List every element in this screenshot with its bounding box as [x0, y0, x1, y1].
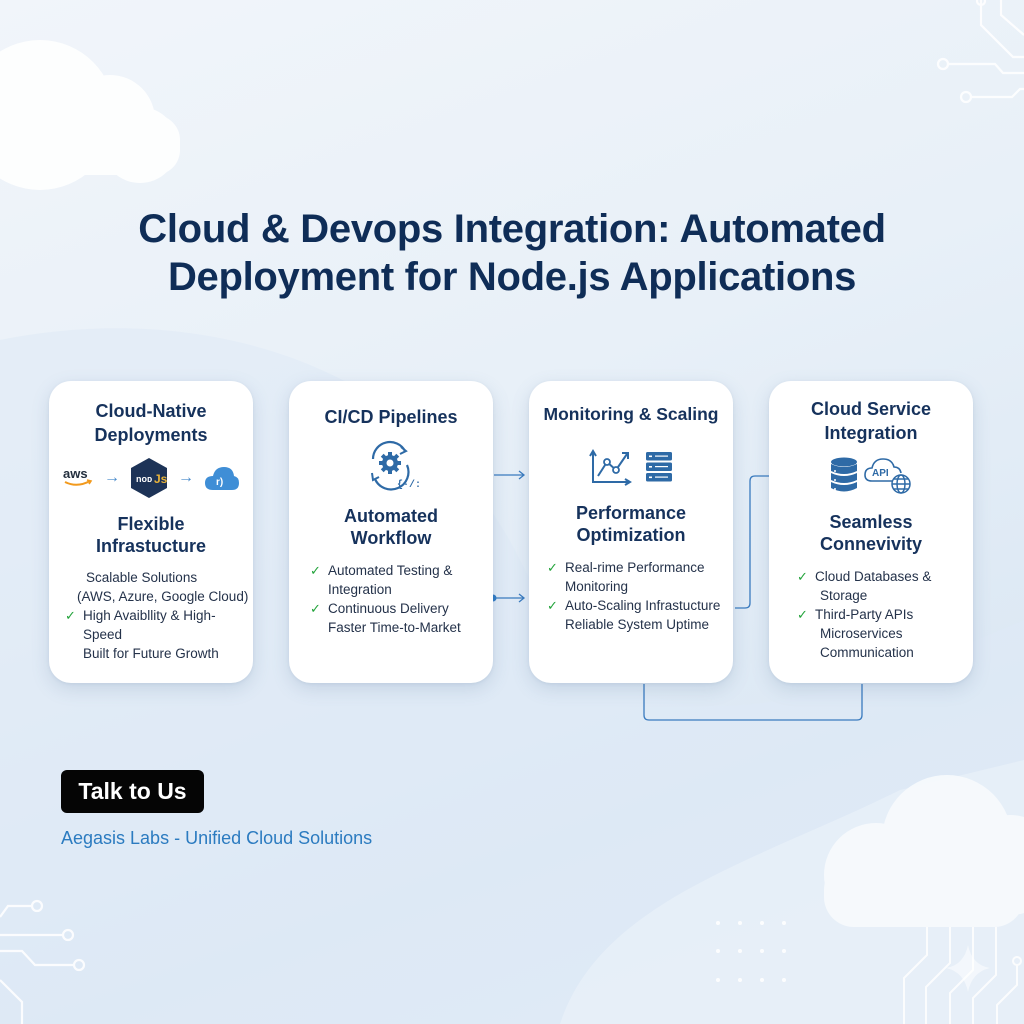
card-subheading: Flexible Infrastucture — [95, 514, 207, 556]
arrow-head-icon — [518, 470, 526, 480]
circuit-lines-bottom-left — [0, 899, 86, 1024]
background-swoosh-lower — [560, 760, 1024, 1024]
feature-item: Integration — [328, 582, 392, 597]
feature-item: ✓Automated Testing & — [310, 563, 453, 578]
check-icon: ✓ — [797, 607, 808, 622]
check-icon: ✓ — [310, 601, 321, 616]
page-title-line-1: Cloud & Devops Integration: Automated — [138, 207, 886, 251]
cloud-icon-bottom-right — [824, 775, 1024, 927]
card-icon-row: aws → noᴅ Js → r) — [49, 457, 253, 499]
check-icon: ✓ — [547, 560, 558, 575]
check-icon: ✓ — [310, 563, 321, 578]
feature-item: Microservices — [820, 626, 903, 641]
feature-item: Monitoring — [565, 579, 629, 594]
card-subheading: Automated Workflow — [344, 506, 438, 548]
card-cloud-service-integration: Cloud Service Integration API Seamless C… — [769, 381, 973, 683]
line-chart-icon — [589, 449, 632, 486]
card-cloud-native-deployments: Cloud-Native Deployments aws → noᴅ Js → … — [49, 381, 253, 683]
feature-item: ✓Real-rime Performance — [547, 560, 705, 575]
circuit-lines-top-right — [936, 0, 1024, 104]
card-subheading: Performance Optimization — [575, 503, 687, 545]
card-heading: Cloud Service Integration — [810, 399, 932, 443]
svg-text:{·/:}: {·/:} — [397, 479, 421, 491]
feature-item: Scalable Solutions — [86, 570, 198, 585]
card-monitoring-scaling: Monitoring & Scaling Performance Optimiz… — [529, 381, 733, 683]
sparkle-icon — [946, 945, 990, 992]
check-icon: ✓ — [797, 569, 808, 584]
arrow-right-icon: → — [104, 469, 120, 486]
aws-logo-icon: aws — [63, 466, 93, 486]
feature-item: Faster Time-to-Market — [328, 620, 461, 635]
cloud-icon: r) — [205, 467, 239, 490]
feature-item: Storage — [820, 588, 868, 603]
card-cicd-pipelines: CI/CD Pipelines {·/:} Automated Workflow — [289, 381, 493, 683]
dot-grid — [716, 921, 786, 982]
svg-text:Js: Js — [154, 472, 168, 486]
card-icon-row: {·/:} — [289, 439, 493, 491]
feature-list: ✓Cloud Databases & Storage ✓Third-Party … — [797, 567, 973, 662]
card-heading: CI/CD Pipelines — [324, 407, 458, 427]
nodejs-logo-icon: noᴅ Js — [131, 458, 168, 498]
arrow-right-icon: → — [178, 469, 194, 486]
feature-item: ✓Third-Party APIs — [797, 607, 914, 622]
feature-item: Built for Future Growth — [83, 646, 219, 661]
brand-link[interactable]: Aegasis Labs - Unified Cloud Solutions — [61, 828, 373, 848]
card-heading: Cloud-Native Deployments — [94, 401, 208, 445]
card-icon-row — [529, 446, 733, 488]
card-subheading: Seamless Connevivity — [819, 512, 923, 554]
svg-text:noᴅ: noᴅ — [136, 474, 152, 484]
feature-list: Scalable Solutions (AWS, Azure, Google C… — [65, 568, 253, 663]
check-icon: ✓ — [547, 598, 558, 613]
check-icon: ✓ — [65, 608, 76, 623]
feature-list: ✓Real-rime Performance Monitoring ✓Auto-… — [547, 558, 733, 634]
feature-item: ✓Cloud Databases & — [797, 569, 932, 584]
card-icon-row: API — [769, 453, 973, 497]
feature-item: (AWS, Azure, Google Cloud) — [77, 589, 249, 604]
feature-item: ✓Continuous Delivery — [310, 601, 449, 616]
feature-item: ✓High Avaibllity & High-Speed — [65, 608, 216, 642]
cicd-gear-cycle-icon: {·/:} — [371, 440, 421, 491]
card-heading: Monitoring & Scaling — [543, 404, 719, 424]
feature-item: ✓Auto-Scaling Infrastucture — [547, 598, 721, 613]
feature-item: Reliable System Uptime — [565, 617, 710, 632]
svg-text:API: API — [872, 468, 889, 479]
server-stack-icon — [646, 452, 672, 482]
connector-card3-to-card4-bottom — [643, 684, 863, 721]
feature-item: Communication — [820, 645, 914, 660]
talk-to-us-button[interactable]: Talk to Us — [61, 770, 204, 813]
circuit-lines-bottom-right — [903, 927, 1022, 1024]
cloud-api-globe-icon: API — [864, 458, 911, 494]
database-icon — [831, 457, 857, 492]
page-title-line-2: Deployment for Node.js Applications — [167, 255, 857, 299]
feature-list: ✓Automated Testing & Integration ✓Contin… — [310, 561, 493, 637]
page-title: Cloud & Devops Integration: Automated De… — [0, 205, 1024, 301]
arrow-head-icon — [518, 593, 526, 603]
svg-text:aws: aws — [63, 466, 88, 481]
svg-text:r): r) — [216, 477, 223, 488]
cloud-icon-top-left — [0, 40, 180, 190]
